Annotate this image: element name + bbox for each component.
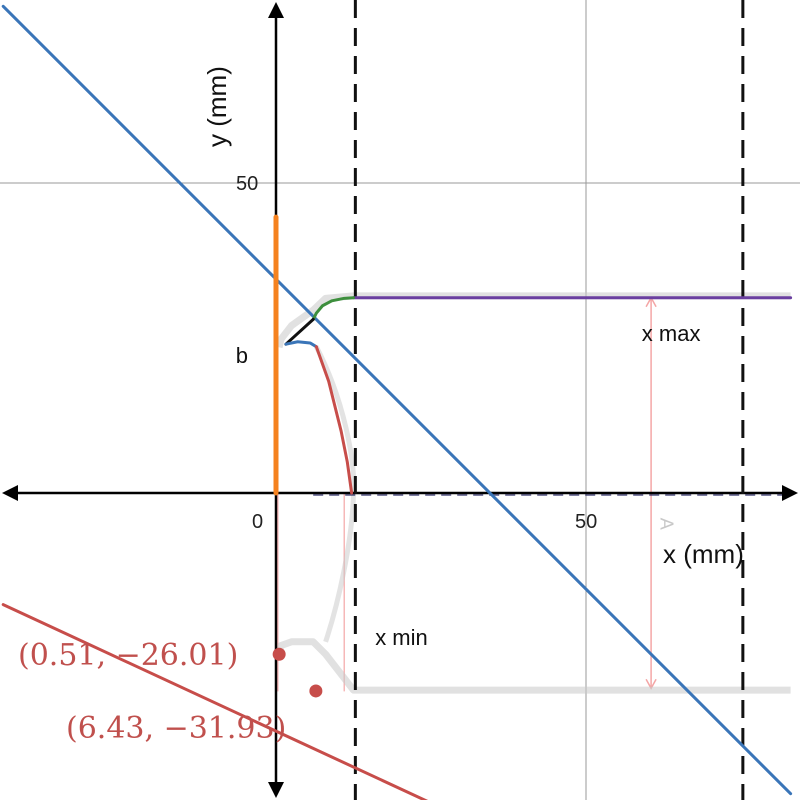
y-tick-label: 50 [236,173,258,195]
annotation-x-min: x min [375,625,428,650]
point-label: (6.43, −31.93) [66,711,286,746]
profile-outline-top [275,292,791,349]
dashed-bounds [353,0,745,800]
profile-outline-bottom [275,638,791,694]
y-axis-arrow-down [268,782,284,798]
text-group: x (mm) y (mm) x max x min b (0.51, −26.0… [18,66,744,746]
x-tick-label: 0 [252,511,263,533]
faint-rotated-label: A [656,518,676,530]
series-line-4 [311,296,355,321]
series-line-5 [284,317,315,346]
x-tick-label: 50 [575,511,597,533]
x-axis-title: x (mm) [663,539,744,569]
series-line-0 [1,4,793,796]
annotation-b: b [236,343,248,368]
series-line-6 [284,340,318,349]
annotation-x-max: x max [642,321,701,346]
x-axis-arrow-left [2,485,18,501]
data-point [272,647,286,661]
series-line-1 [1,603,429,800]
series-line-7 [314,345,354,495]
point-group [272,647,323,698]
y-axis-title: y (mm) [202,66,232,147]
series-group [1,4,793,800]
y-axis-arrow-up [268,2,284,18]
point-label: (0.51, −26.01) [18,638,238,673]
x-axis-arrow-right [782,485,798,501]
data-point [309,684,323,698]
